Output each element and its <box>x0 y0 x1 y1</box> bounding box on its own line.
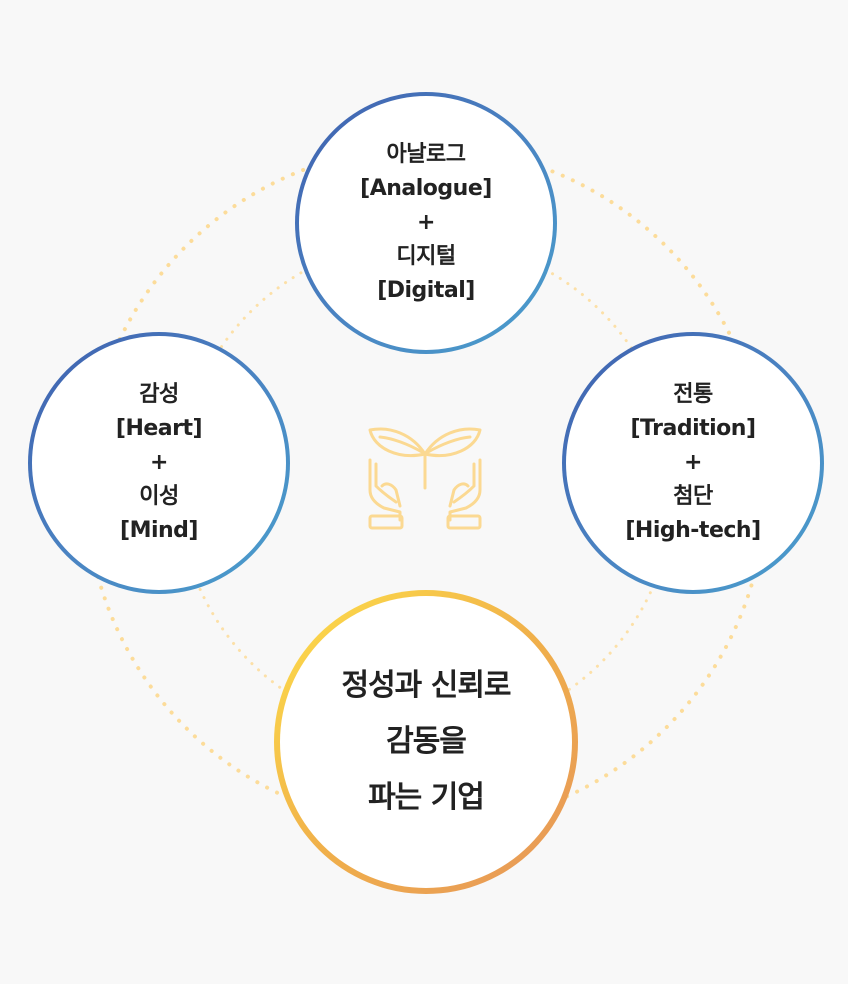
node-core-value-content: 정성과 신뢰로 감동을 파는 기업 <box>280 596 572 888</box>
node-text: 디지털 <box>396 244 456 269</box>
node-text: 전통 <box>673 382 713 407</box>
node-plus: + <box>684 450 702 475</box>
node-text: 감성 <box>139 382 179 407</box>
node-text: 파는 기업 <box>368 780 485 815</box>
node-text: [Analogue] <box>360 176 492 201</box>
node-text: 첨단 <box>673 484 713 509</box>
node-text: [Tradition] <box>630 416 756 441</box>
node-tradition-hightech: 전통 [Tradition] + 첨단 [High-tech] <box>562 332 824 594</box>
node-analogue-digital-content: 아날로그 [Analogue] + 디지털 [Digital] <box>299 96 553 350</box>
node-tradition-hightech-content: 전통 [Tradition] + 첨단 [High-tech] <box>566 336 820 590</box>
node-text: 이성 <box>139 484 179 509</box>
node-text: [Digital] <box>377 278 475 303</box>
node-text: 아날로그 <box>386 142 466 167</box>
node-heart-mind-content: 감성 [Heart] + 이성 [Mind] <box>32 336 286 590</box>
node-text: [High-tech] <box>625 518 761 543</box>
hands-holding-sprout-icon <box>368 427 482 530</box>
node-core-value: 정성과 신뢰로 감동을 파는 기업 <box>274 590 578 894</box>
node-plus: + <box>150 450 168 475</box>
node-text: 정성과 신뢰로 <box>341 668 511 703</box>
node-heart-mind: 감성 [Heart] + 이성 [Mind] <box>28 332 290 594</box>
node-text: [Mind] <box>120 518 198 543</box>
node-text: [Heart] <box>115 416 203 441</box>
node-text: 감동을 <box>386 724 467 759</box>
node-plus: + <box>417 210 435 235</box>
node-analogue-digital: 아날로그 [Analogue] + 디지털 [Digital] <box>295 92 557 354</box>
